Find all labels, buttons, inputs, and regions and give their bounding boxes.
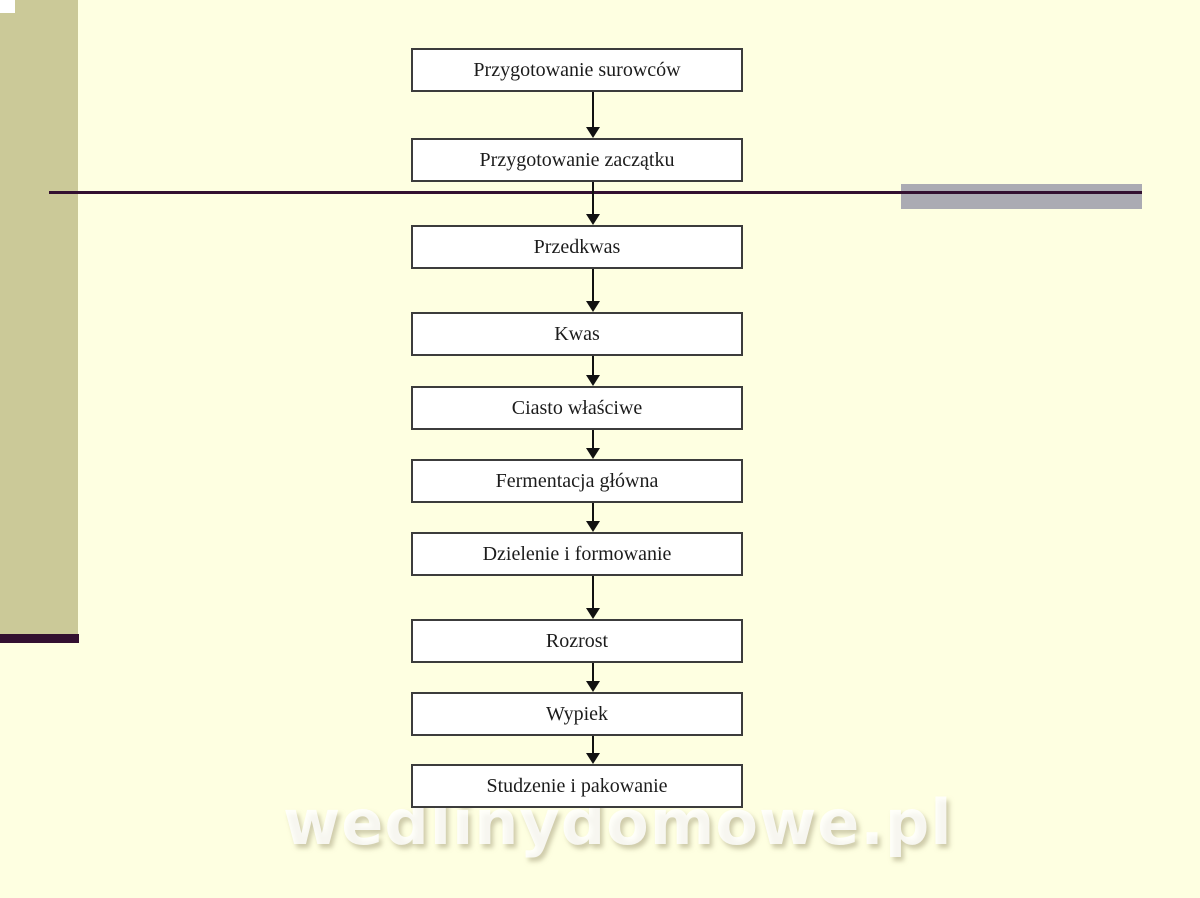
arrow-shaft	[592, 503, 594, 521]
flow-step-label: Ciasto właściwe	[511, 396, 643, 419]
flow-connector-arrow	[586, 430, 600, 459]
flow-connector-arrow	[586, 576, 600, 619]
flow-step-box: Rozrost	[411, 619, 743, 663]
horizontal-rule	[49, 191, 1142, 194]
arrow-head-icon	[586, 375, 600, 386]
flow-step-box: Wypiek	[411, 692, 743, 736]
sidebar-footer-bar	[0, 634, 79, 643]
flow-step-label: Przygotowanie surowców	[473, 58, 681, 81]
flow-step-label: Studzenie i pakowanie	[486, 774, 668, 797]
arrow-shaft	[592, 92, 594, 127]
flow-step-box: Przygotowanie surowców	[411, 48, 743, 92]
arrow-shaft	[592, 736, 594, 753]
arrow-shaft	[592, 356, 594, 375]
flow-step-label: Przygotowanie zaczątku	[479, 148, 675, 171]
arrow-shaft	[592, 430, 594, 448]
arrow-shaft	[592, 663, 594, 681]
flow-connector-arrow	[586, 356, 600, 386]
flow-step-box: Ciasto właściwe	[411, 386, 743, 430]
arrow-head-icon	[586, 214, 600, 225]
arrow-head-icon	[586, 448, 600, 459]
flow-step-label: Dzielenie i formowanie	[482, 542, 672, 565]
flow-connector-arrow	[586, 503, 600, 532]
arrow-head-icon	[586, 753, 600, 764]
flow-step-label: Fermentacja główna	[495, 469, 659, 492]
arrow-head-icon	[586, 521, 600, 532]
arrow-shaft	[592, 269, 594, 301]
flow-connector-arrow	[586, 92, 600, 138]
flow-connector-arrow	[586, 736, 600, 764]
flow-step-label: Przedkwas	[533, 235, 621, 258]
left-sidebar-bar	[0, 0, 78, 634]
flow-step-label: Rozrost	[545, 629, 609, 652]
flow-connector-arrow	[586, 269, 600, 312]
arrow-shaft	[592, 576, 594, 608]
arrow-head-icon	[586, 301, 600, 312]
flow-step-box: Przedkwas	[411, 225, 743, 269]
flow-connector-arrow	[586, 663, 600, 692]
arrow-head-icon	[586, 681, 600, 692]
flow-step-box: Kwas	[411, 312, 743, 356]
flow-connector-arrow	[586, 182, 600, 225]
flow-step-box: Przygotowanie zaczątku	[411, 138, 743, 182]
flow-step-box: Dzielenie i formowanie	[411, 532, 743, 576]
arrow-shaft	[592, 182, 594, 214]
arrow-head-icon	[586, 608, 600, 619]
right-accent-bar	[901, 184, 1142, 209]
flow-step-label: Kwas	[554, 322, 600, 345]
arrow-head-icon	[586, 127, 600, 138]
flow-step-box: Studzenie i pakowanie	[411, 764, 743, 808]
corner-square-decoration	[0, 0, 15, 13]
flow-step-label: Wypiek	[545, 702, 609, 725]
flow-step-box: Fermentacja główna	[411, 459, 743, 503]
